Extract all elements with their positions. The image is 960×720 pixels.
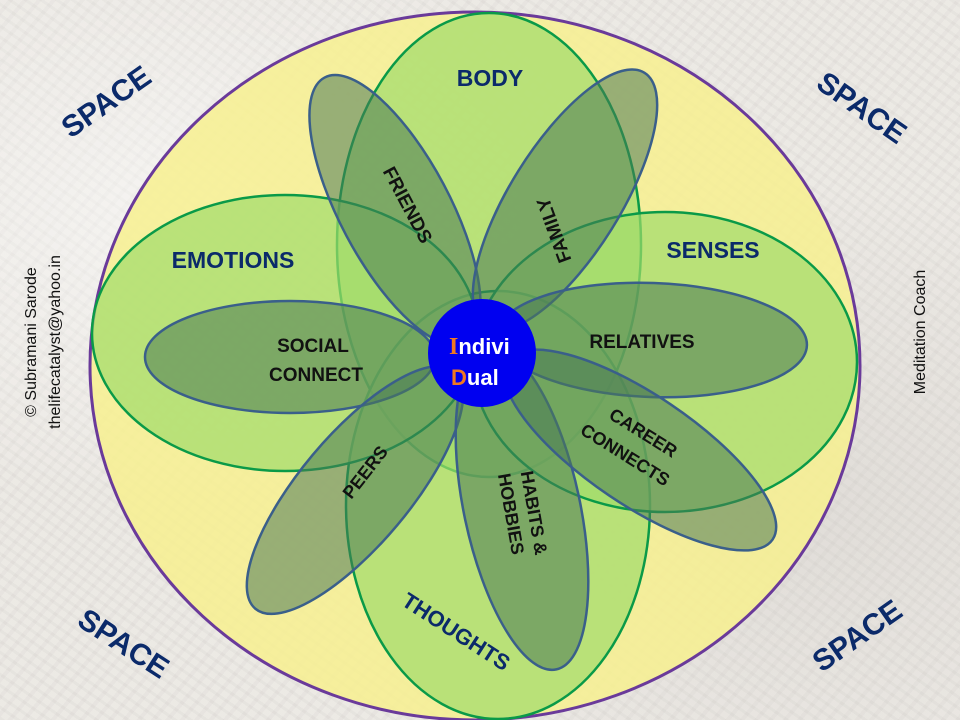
center-initial-i: I [449, 334, 458, 360]
credit-email: thelifecatalyst@yahoo.in [47, 255, 64, 429]
center-line2: Dual [451, 365, 499, 390]
space-label-bottom-right: SPACE [807, 594, 909, 679]
domain-label-body: BODY [457, 65, 523, 91]
center-initial-d: D [451, 365, 467, 390]
center-individual: Indivi Dual [428, 299, 536, 407]
petal-label-social-line1: SOCIAL [277, 336, 349, 357]
space-label-bottom-left: SPACE [72, 603, 175, 686]
domain-label-emotions: EMOTIONS [172, 247, 295, 273]
petal-ellipses [143, 68, 809, 672]
center-rest-ual: ual [467, 365, 499, 390]
space-label-top-left: SPACE [56, 60, 158, 145]
domain-label-senses: SENSES [666, 237, 759, 263]
space-label-top-right: SPACE [811, 66, 913, 151]
petal-label-social-line2: CONNECT [269, 365, 363, 386]
center-circle [428, 299, 536, 407]
petal-label-relatives: RELATIVES [589, 332, 694, 353]
center-rest-ndivi: ndivi [458, 334, 509, 359]
credit-author: © Subramani Sarode [23, 267, 40, 417]
center-line1: Indivi [449, 334, 510, 360]
credit-role: Meditation Coach [912, 270, 929, 395]
